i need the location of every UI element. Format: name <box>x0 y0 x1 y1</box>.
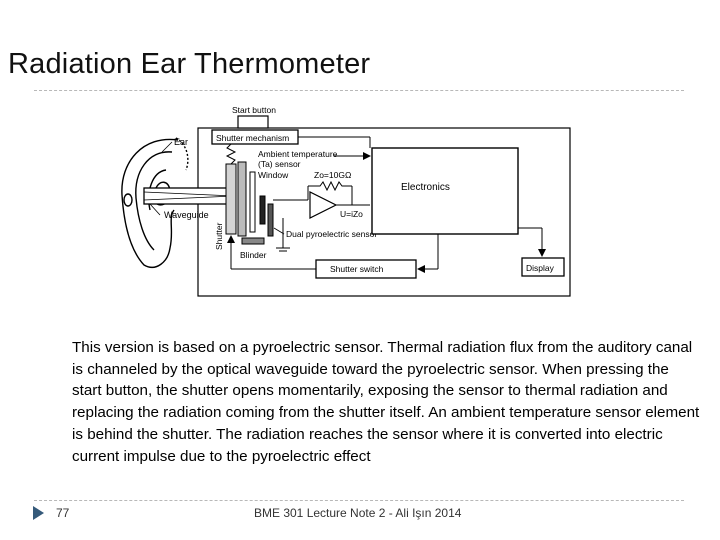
diagram-frame <box>197 127 571 297</box>
waveguide-ray-bottom <box>143 195 235 201</box>
shutter-plate <box>225 163 237 235</box>
page-arrow-icon <box>33 506 44 520</box>
ear-illustration <box>121 137 189 268</box>
ear-pointer <box>161 141 173 153</box>
resistor-label: Zo=10GΩ <box>314 170 351 180</box>
thermometer-diagram: Ear Waveguide Start button Shutter mecha… <box>108 100 578 300</box>
display-label: Display <box>526 263 555 273</box>
shutter-switch-label: Shutter switch <box>330 264 384 274</box>
shutter-spring <box>225 143 237 165</box>
window-element <box>249 171 256 233</box>
footer-divider <box>34 500 684 501</box>
title-divider <box>34 90 684 91</box>
blinder-label: Blinder <box>240 250 267 260</box>
shutter-mechanism-label: Shutter mechanism <box>216 133 289 143</box>
electronics-box <box>371 147 519 235</box>
display-box <box>521 257 565 277</box>
ambient-label-1: Ambient temperature <box>258 149 338 159</box>
ambient-sensor <box>237 161 247 237</box>
slide-description: This version is based on a pyroelectric … <box>72 339 700 465</box>
pyro-sensor-element-2 <box>267 203 274 237</box>
blinder-element <box>241 237 265 245</box>
page-number: 77 <box>56 506 70 520</box>
waveguide-pointer <box>149 203 161 216</box>
slide-title: Radiation Ear Thermometer <box>8 48 371 80</box>
resistor-symbol <box>308 180 352 192</box>
waveguide-label: Waveguide <box>164 210 209 220</box>
ambient-label-2: (Ta) sensor <box>258 159 301 169</box>
shutter-label: Shutter <box>214 222 224 250</box>
waveguide-ray-top <box>143 191 235 197</box>
dual-sensor-pointer <box>273 227 285 235</box>
electronics-label: Electronics <box>401 182 450 193</box>
op-amp-symbol <box>309 191 338 219</box>
pyro-sensor-element-1 <box>259 195 266 225</box>
start-button-shape <box>237 115 269 129</box>
ear-label: Ear <box>174 137 188 147</box>
output-label: U=iZo <box>340 209 363 219</box>
window-label: Window <box>258 170 289 180</box>
waveguide-tube <box>143 187 235 205</box>
start-button-label: Start button <box>232 105 276 115</box>
dual-sensor-label: Dual pyroelectric sensor <box>286 229 377 239</box>
footer-text: BME 301 Lecture Note 2 - Ali Işın 2014 <box>254 506 462 520</box>
